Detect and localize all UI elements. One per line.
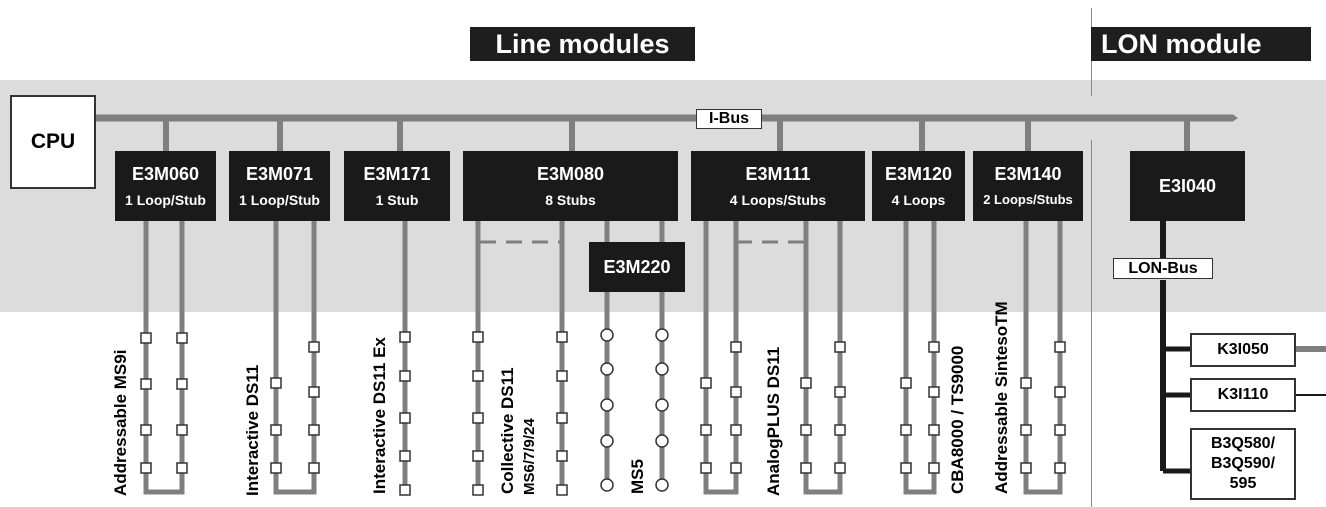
label-addressable-ms9i: Addressable MS9i [111,349,130,496]
section-divider-bottom [1091,140,1092,507]
line-modules-heading: Line modules [470,27,695,61]
module-sub: 1 Stub [375,192,419,208]
module-code: E3M140 [994,164,1062,184]
module-e3m080: E3M080 8 Stubs [463,151,678,221]
label-addressable-sinteso: Addressable SintesoTM [992,301,1011,494]
device-b3q-line: 595 [1229,475,1257,492]
module-code: E3M080 [536,164,605,184]
module-sub: 1 Loop/Stub [239,192,320,208]
module-sub: 2 Loops/Stubs [983,192,1073,207]
label-interactive-ds11-ex: Interactive DS11 Ex [370,337,389,494]
module-code: E3M171 [363,164,431,184]
module-e3m120: E3M120 4 Loops [872,151,965,221]
device-b3q-line: B3Q580/ [1210,435,1276,452]
module-sub: 4 Loops [891,192,946,208]
module-sub: 4 Loops/Stubs [729,192,827,208]
label-collective-ms: MS6/7/9/24 [521,418,538,495]
module-code: E3M120 [884,164,953,184]
device-b3q-line: B3Q590/ [1210,455,1276,472]
lon-module-heading: LON module [1091,27,1311,61]
module-e3i040: E3I040 [1130,151,1245,221]
module-e3m060: E3M060 1 Loop/Stub [115,151,216,221]
label-cba-ts: CBA8000 / TS9000 [948,345,967,494]
module-sub: 8 Stubs [545,192,596,208]
module-code: E3M060 [131,164,200,184]
i-bus-label: I-Bus [696,109,762,129]
cpu-box: CPU [10,95,96,189]
module-e3m140: E3M140 2 Loops/Stubs [973,151,1083,221]
module-e3m111: E3M111 4 Loops/Stubs [691,151,865,221]
module-code: E3I040 [1158,176,1217,196]
device-k3i050: K3I050 [1190,333,1296,367]
label-interactive-ds11: Interactive DS11 [243,364,262,496]
label-collective-ds11: Collective DS11 [498,367,517,494]
label-analogplus-ds11: AnalogPLUS DS11 [764,346,783,496]
device-b3q: B3Q580/ B3Q590/ 595 [1190,428,1296,500]
device-k3i110: K3I110 [1190,378,1296,412]
module-e3m071: E3M071 1 Loop/Stub [229,151,330,221]
module-e3m171: E3M171 1 Stub [344,151,450,221]
module-code: E3M220 [603,257,671,277]
module-sub: 1 Loop/Stub [125,192,206,208]
module-code: E3M071 [245,164,314,184]
submodule-e3m220: E3M220 [589,242,685,292]
label-ms5: MS5 [628,459,647,494]
module-code: E3M111 [745,164,811,184]
lon-bus-label: LON-Bus [1113,258,1213,279]
